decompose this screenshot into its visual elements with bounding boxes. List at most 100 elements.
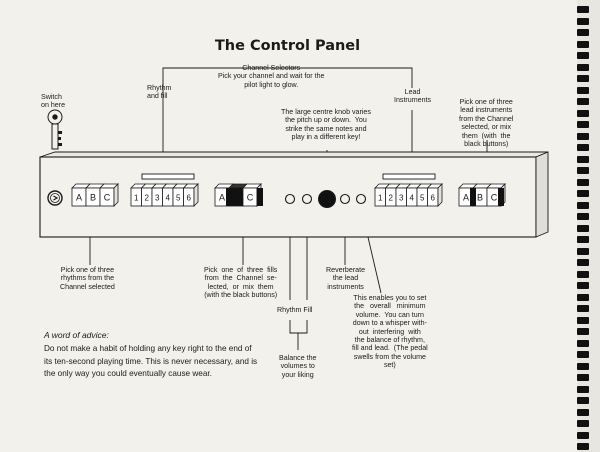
centre-knob-icon[interactable] <box>318 190 336 208</box>
lead-mix-button-1[interactable] <box>470 188 476 206</box>
lead-number-button-2[interactable]: 2 <box>384 183 401 207</box>
binding-ring <box>577 431 589 439</box>
rhythm-number-button-6[interactable]: 6 <box>182 183 199 207</box>
pilot-light-left <box>141 173 195 180</box>
page-title: The Control Panel <box>214 38 361 54</box>
binding-ring <box>577 52 589 59</box>
binding-ring <box>577 40 589 48</box>
label-pick-lead: Pick one of three lead instruments from … <box>459 98 514 149</box>
binding-ring <box>577 167 589 174</box>
reverb-knob[interactable] <box>339 193 351 205</box>
rhythm-number-button-label: 1 <box>134 194 139 203</box>
lead-number-button-label: 3 <box>399 194 404 203</box>
binding-ring <box>577 328 589 335</box>
binding-ring <box>577 247 589 255</box>
label-pick-rhythm: Pick one of three rhythms from the Chann… <box>60 266 115 291</box>
fill-button-B[interactable] <box>228 183 248 207</box>
binding-ring <box>577 236 589 243</box>
binding-ring <box>577 305 589 312</box>
lead-button-label: A <box>463 193 469 203</box>
lead-number-button-label: 5 <box>420 194 425 203</box>
binding-ring <box>577 75 589 82</box>
fill-mix-button-2[interactable] <box>226 188 232 206</box>
rhythm-number-button-label: 3 <box>155 194 160 203</box>
spiral-binding <box>577 0 600 452</box>
binding-ring <box>577 178 589 186</box>
rhythm-button-C[interactable]: C <box>99 183 119 207</box>
rhythm-button-label: B <box>90 193 96 203</box>
rhythm-volume-knob[interactable] <box>284 193 296 205</box>
label-balance: Balance the volumes to your liking <box>279 354 317 379</box>
lead-number-button-label: 2 <box>389 194 394 203</box>
label-switch-on: Switch on here <box>41 93 66 110</box>
binding-ring <box>577 443 589 450</box>
rhythm-button-label: C <box>104 193 111 203</box>
binding-ring <box>577 17 589 25</box>
rhythm-button-label: A <box>76 193 82 203</box>
binding-ring <box>577 224 589 232</box>
binding-ring <box>577 408 589 416</box>
lead-number-button-label: 6 <box>431 194 436 203</box>
label-min-volume: This enables you to set the overall mini… <box>352 294 428 370</box>
fill-volume-knob[interactable] <box>301 193 313 205</box>
lead-button-label: C <box>491 193 498 203</box>
binding-ring <box>577 109 589 117</box>
label-lead-instruments: Lead Instruments <box>394 88 432 105</box>
power-switch-icon[interactable] <box>47 190 63 206</box>
rhythm-number-button-side <box>193 183 199 207</box>
rhythm-number-button-label: 2 <box>145 194 150 203</box>
binding-ring <box>577 339 589 347</box>
lead-number-button-label: 1 <box>378 194 383 203</box>
advice-body: Do not make a habit of holding any key r… <box>44 344 258 379</box>
label-centre-knob: The large centre knob varies the pitch u… <box>281 108 371 142</box>
binding-ring <box>577 155 589 163</box>
binding-ring <box>577 6 589 13</box>
binding-ring <box>577 259 589 266</box>
binding-ring <box>577 397 589 404</box>
advice-heading: A word of advice: <box>44 330 109 340</box>
rhythm-number-button-label: 5 <box>176 194 181 203</box>
binding-ring <box>577 374 589 381</box>
binding-ring <box>577 144 589 151</box>
rhythm-button-side <box>113 183 119 207</box>
key-icon <box>47 109 63 150</box>
lead-button-label: B <box>477 193 483 203</box>
binding-ring <box>577 270 589 278</box>
lead-button-B[interactable]: B <box>472 183 492 207</box>
binding-ring <box>577 282 589 289</box>
binding-ring <box>577 98 589 105</box>
rhythm-number-button-label: 4 <box>166 194 171 203</box>
fill-mix-button[interactable] <box>257 188 263 206</box>
lead-button-A[interactable]: A <box>458 183 478 207</box>
fill-button-A[interactable]: A <box>214 183 234 207</box>
rhythm-button-B[interactable]: B <box>85 183 105 207</box>
fill-button-label: A <box>219 193 225 203</box>
binding-ring <box>577 201 589 209</box>
binding-ring <box>577 213 589 220</box>
label-channel-selectors: Channel Selectors Pick your channel and … <box>218 64 325 89</box>
fill-button-label: C <box>247 193 254 203</box>
binding-ring <box>577 316 589 324</box>
binding-ring <box>577 86 589 94</box>
lead-mix-button-2[interactable] <box>498 188 504 206</box>
label-rhythm-and-fill: Rhythm and fill <box>147 84 172 101</box>
label-reverberate: Reverberate the lead instruments <box>326 266 366 291</box>
binding-ring <box>577 63 589 71</box>
binding-ring <box>577 351 589 358</box>
pilot-light-right <box>382 173 436 180</box>
minimum-volume-knob[interactable] <box>355 193 367 205</box>
label-pick-fill: Pick one of three fills from the Channel… <box>204 266 278 300</box>
binding-ring <box>577 121 589 128</box>
binding-ring <box>577 190 589 197</box>
rhythm-button-A[interactable]: A <box>71 183 91 207</box>
rhythm-number-button-1[interactable]: 1 <box>130 183 147 207</box>
rhythm-number-button-label: 6 <box>187 194 192 203</box>
leader-channel-selectors <box>162 67 413 97</box>
